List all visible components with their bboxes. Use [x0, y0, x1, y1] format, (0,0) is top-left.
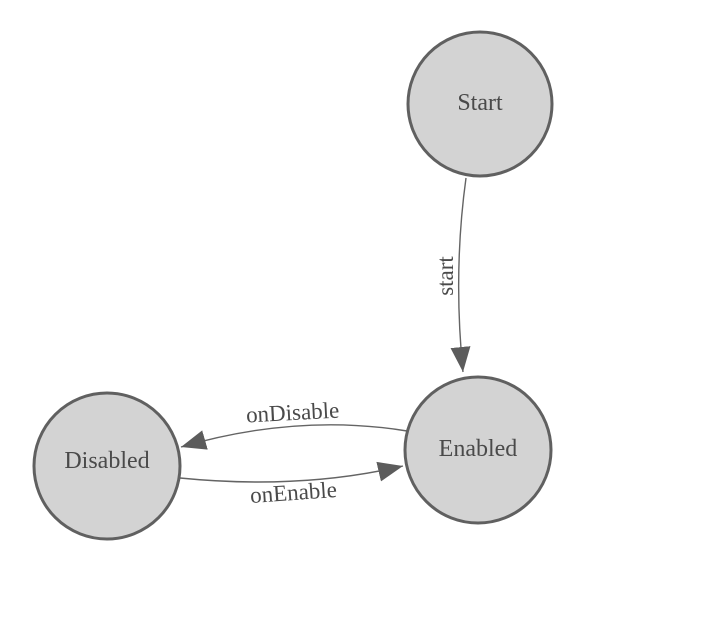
node-start: Start: [406, 30, 554, 178]
edge-start-to-enabled: start: [433, 177, 471, 373]
state-label-start: Start: [457, 90, 503, 116]
edge-disabled-to-enabled-line: [179, 461, 404, 483]
state-label-enabled: Enabled: [439, 436, 518, 462]
edge-enabled-to-disabled-line: [180, 424, 408, 450]
edge-disabled-to-enabled: onEnable: [179, 461, 404, 508]
state-circle-start: [406, 30, 554, 178]
state-circle-disabled: [32, 391, 182, 541]
node-enabled: Enabled: [403, 375, 553, 525]
edge-enabled-to-disabled: onDisable: [180, 398, 408, 450]
state-circle-enabled: [403, 375, 553, 525]
edge-label-start: start: [433, 256, 458, 296]
state-label-disabled: Disabled: [64, 448, 149, 474]
edge-start-to-enabled-line: [450, 177, 471, 373]
edge-label-onenable: onEnable: [249, 477, 337, 508]
node-disabled: Disabled: [32, 391, 182, 541]
edge-label-ondisable: onDisable: [245, 398, 339, 428]
